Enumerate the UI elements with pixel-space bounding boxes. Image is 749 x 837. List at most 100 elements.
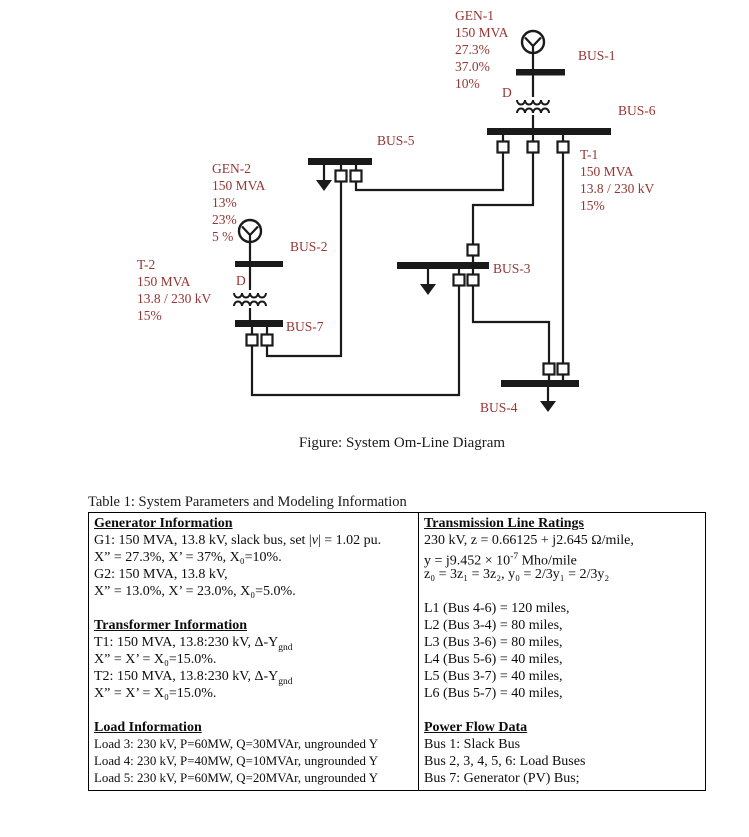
load4-line: Load 4: 230 kV, P=40MW, Q=10MVAr, ungrou…	[94, 754, 379, 768]
slack-bus-line: Bus 1: Slack Bus	[424, 737, 521, 752]
breaker-icon	[466, 243, 480, 257]
t1-rating-line: T1: 150 MVA, 13.8:230 kV, Δ-Ygnd	[94, 634, 413, 653]
line-L6-length: L6 (Bus 5-7) = 40 miles,	[424, 686, 563, 701]
wires	[248, 53, 565, 402]
line-L4-bus5-bus6	[354, 152, 505, 192]
generator-info-heading: Generator Information	[94, 516, 233, 531]
gen1-label-mva: 150 MVA	[455, 25, 509, 40]
gen1-label-xdp: 37.0%	[455, 59, 490, 74]
t1-label-name: T-1	[580, 147, 598, 162]
t2-winding-label: D	[236, 273, 246, 288]
g1-rating-line: G1: 150 MVA, 13.8 kV, slack bus, set |v|…	[94, 532, 413, 549]
power-flow-heading: Power Flow Data	[424, 720, 528, 735]
t2-label-mva: 150 MVA	[137, 274, 191, 289]
bus4-label: BUS-4	[480, 400, 518, 415]
breaker-icon	[556, 140, 570, 154]
one-line-diagram: GEN-1 150 MVA 27.3% 37.0% 10% BUS-1 D BU…	[137, 8, 656, 415]
generator-icon-gen1	[520, 29, 546, 55]
breaker-icon	[496, 140, 510, 154]
diagram-labels: GEN-1 150 MVA 27.3% 37.0% 10% BUS-1 D BU…	[137, 8, 656, 415]
t2-gnd-subscript: gnd	[278, 676, 293, 687]
line-L6-bus5-bus7	[265, 181, 343, 358]
gen2-label-x0: 5 %	[212, 229, 233, 244]
transformer-symbols	[233, 99, 550, 307]
line-L3-bus3-bus6	[471, 152, 535, 245]
line-L1-length: L1 (Bus 4-6) = 120 miles,	[424, 601, 570, 616]
breaker-icon	[334, 169, 348, 183]
g2-reactance-line: X” = 13.0%, X’ = 23.0%, X₀=5.0%.	[94, 584, 296, 599]
circuit-breakers	[245, 140, 570, 376]
bus-bar-3	[397, 262, 489, 269]
gen2-label-mva: 150 MVA	[212, 178, 266, 193]
t1-reactance-line: X” = X’ = X₀=15.0%.	[94, 652, 217, 667]
spacer-line	[94, 600, 413, 617]
load-buses-line: Bus 2, 3, 4, 5, 6: Load Buses	[424, 754, 586, 769]
t1-label-x: 15%	[580, 198, 605, 213]
load-arrow-icon-bus3	[420, 284, 436, 295]
breaker-icon	[556, 362, 570, 376]
g1-reactance-line: X” = 27.3%, X’ = 37%, X₀=10%.	[94, 550, 282, 565]
admittance-text: y = j9.452 × 10	[424, 553, 511, 569]
load-arrow-icon-bus4	[540, 401, 556, 412]
g2-rating-line: G2: 150 MVA, 13.8 kV,	[94, 567, 228, 582]
load-arrow-icon-bus5	[316, 180, 332, 191]
bus2-label: BUS-2	[290, 239, 328, 254]
bus6-label: BUS-6	[618, 103, 656, 118]
gen2-label-xdpp: 13%	[212, 195, 237, 210]
breaker-icon	[452, 273, 466, 287]
t1-label-mva: 150 MVA	[580, 164, 634, 179]
transformer-icon-t2	[233, 292, 267, 307]
table-title: Table 1: System Parameters and Modeling …	[88, 494, 407, 510]
t2-rating-line: T2: 150 MVA, 13.8:230 kV, Δ-Ygnd	[94, 668, 413, 687]
g1-text-end: | = 1.02 pu.	[317, 533, 382, 548]
gen2-label-xdp: 23%	[212, 212, 237, 227]
generator-icon-gen2	[237, 218, 263, 244]
bus1-label: BUS-1	[578, 48, 616, 63]
bus-bar-7	[235, 320, 283, 327]
transmission-ratings-heading: Transmission Line Ratings	[424, 516, 584, 531]
pv-bus-line: Bus 7: Generator (PV) Bus;	[424, 771, 580, 786]
breaker-icon	[349, 169, 363, 183]
transformer-info-heading: Transformer Information	[94, 618, 248, 633]
breaker-icon	[526, 140, 540, 154]
bus3-label: BUS-3	[493, 261, 531, 276]
bus-bar-1	[516, 69, 565, 76]
g1-text: G1: 150 MVA, 13.8 kV, slack bus, set |	[94, 533, 312, 548]
breaker-icon	[466, 273, 480, 287]
breaker-icon	[542, 362, 556, 376]
load-info-heading: Load Information	[94, 720, 202, 735]
bus-bars	[235, 69, 611, 387]
load3-line: Load 3: 230 kV, P=60MW, Q=30MVAr, ungrou…	[94, 737, 379, 751]
breaker-icon	[245, 333, 259, 347]
exponent-superscript: -7	[510, 552, 519, 562]
spacer-line	[424, 702, 700, 719]
sequence-relation-line: z₀ = 3z₁ = 3z₂, y₀ = 2/3y₁ = 2/3y₂	[424, 567, 610, 582]
breaker-icon	[260, 333, 274, 347]
table-right-column: Transmission Line Ratings 230 kV, z = 0.…	[419, 513, 705, 790]
t1-gnd-subscript: gnd	[278, 642, 293, 653]
t2-label-x: 15%	[137, 308, 162, 323]
bus-bar-2	[235, 261, 283, 267]
gen1-label-x0: 10%	[455, 76, 480, 91]
line-L3-length: L3 (Bus 3-6) = 80 miles,	[424, 635, 563, 650]
t1-label-ratio: 13.8 / 230 kV	[580, 181, 655, 196]
figure-caption: Figure: System Om-Line Diagram	[298, 435, 506, 451]
bus5-label: BUS-5	[377, 133, 415, 148]
load5-line: Load 5: 230 kV, P=60MW, Q=20MVAr, ungrou…	[94, 771, 379, 785]
transformer-icon-t1	[516, 99, 550, 114]
parameters-table: Table 1: System Parameters and Modeling …	[88, 494, 706, 791]
t2-text: T2: 150 MVA, 13.8:230 kV, Δ-Y	[94, 669, 279, 684]
t2-label-name: T-2	[137, 257, 155, 272]
line-L5-length: L5 (Bus 3-7) = 40 miles,	[424, 669, 563, 684]
generator-symbols	[237, 29, 546, 244]
gen1-label-xdpp: 27.3%	[455, 42, 490, 57]
line-admittance-line: y = j9.452 × 10-7 Mho/mile	[424, 549, 700, 569]
spacer-line	[94, 702, 413, 719]
t2-reactance-line: X” = X’ = X₀=15.0%.	[94, 686, 217, 701]
table-left-column: Generator Information G1: 150 MVA, 13.8 …	[89, 513, 419, 790]
gen1-label-name: GEN-1	[455, 8, 494, 23]
line-L4-length: L4 (Bus 5-6) = 40 miles,	[424, 652, 563, 667]
bus-bar-4	[501, 380, 579, 387]
t1-text: T1: 150 MVA, 13.8:230 kV, Δ-Y	[94, 635, 279, 650]
line-L5-bus3-bus7	[250, 285, 461, 397]
